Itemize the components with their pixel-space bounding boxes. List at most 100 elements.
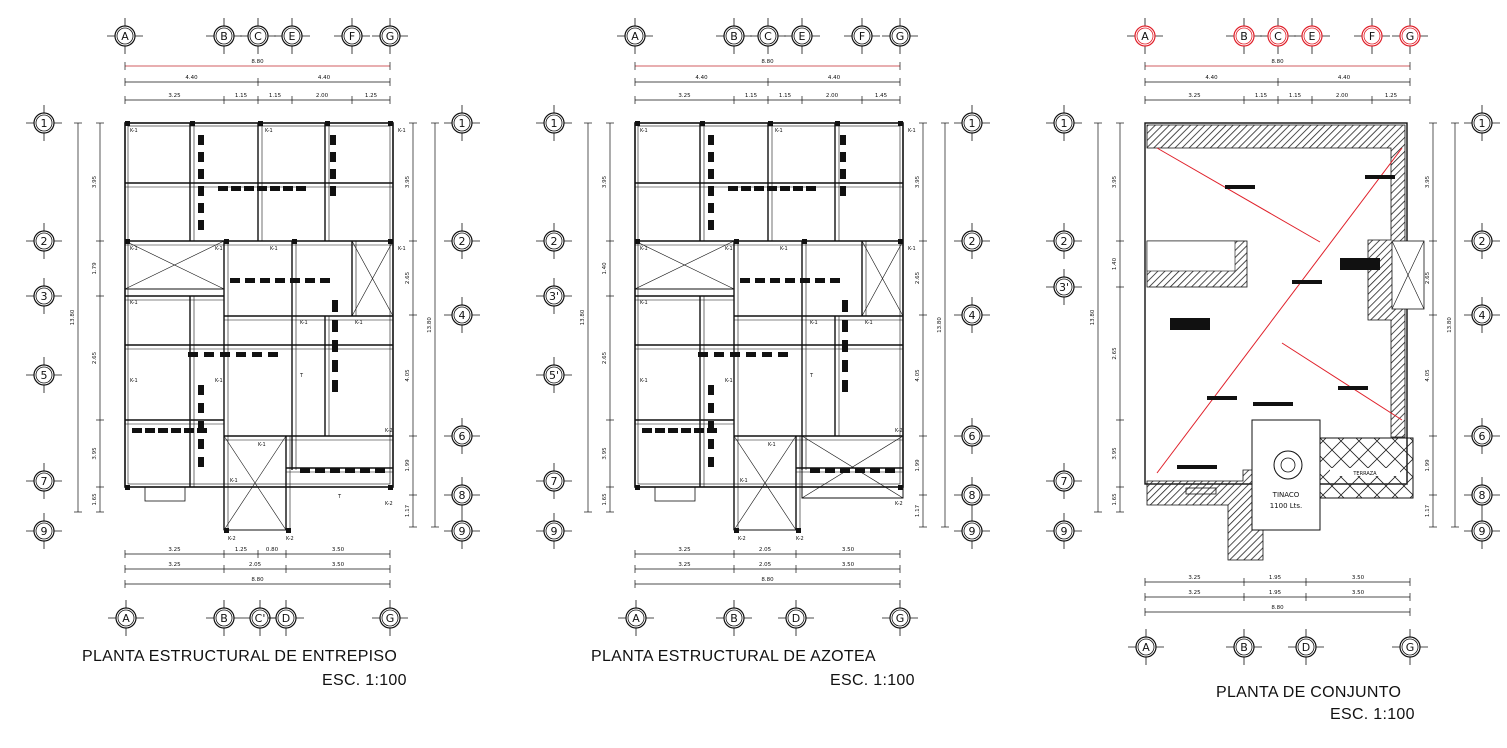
beam-label: K-2 — [796, 536, 804, 542]
axis-bubble-top-B: B — [1226, 18, 1262, 54]
axis-bubble-left-3': 3' — [536, 278, 572, 314]
dimension-text: 8.80 — [251, 577, 264, 583]
annotation-mark — [1365, 175, 1395, 179]
axis-bubble-inner — [343, 27, 361, 45]
dimension-text: 3.95 — [92, 175, 98, 188]
rebar-mark — [780, 186, 790, 191]
axis-label: 9 — [459, 525, 466, 538]
terrace-label-bg — [1330, 468, 1400, 476]
rebar-mark — [198, 421, 204, 431]
axis-bubble-right-8: 8 — [954, 477, 990, 513]
axis-label: E — [289, 30, 296, 43]
axis-label: G — [896, 612, 905, 625]
rebar-mark — [305, 278, 315, 283]
dimension-text: 8.80 — [1271, 605, 1284, 611]
beam-label: K-1 — [215, 378, 223, 384]
dimension-text: 1.99 — [1425, 459, 1431, 472]
dimension-text: 3.50 — [842, 547, 855, 553]
axis-bubble-inner — [1235, 27, 1253, 45]
rebar-mark — [188, 352, 198, 357]
axis-label: 7 — [551, 475, 558, 488]
rebar-mark — [740, 278, 750, 283]
axis-bubble-inner — [963, 427, 981, 445]
column — [700, 121, 705, 126]
axis-bubble-right-2: 2 — [1464, 223, 1500, 259]
axis-label: 1 — [1479, 117, 1486, 130]
axis-label: C — [254, 30, 262, 43]
axis-bubble-inner — [1055, 278, 1073, 296]
axis-bubble-bottom-G: G — [882, 600, 918, 636]
annotation-mark — [1207, 396, 1237, 400]
beam-label: T — [809, 373, 814, 379]
rebar-mark — [825, 468, 835, 473]
rebar-mark — [708, 403, 714, 413]
axis-bubble-inner — [725, 609, 743, 627]
beam-label: K-1 — [130, 300, 138, 306]
axis-bubble-inner — [759, 27, 777, 45]
rebar-mark — [778, 352, 788, 357]
axis-label: D — [1302, 641, 1310, 654]
column — [802, 239, 807, 244]
axis-bubble-left-5: 5 — [26, 357, 62, 393]
axis-label: 9 — [1479, 525, 1486, 538]
axis-bubble-inner — [545, 232, 563, 250]
void-cross — [124, 240, 225, 290]
rebar-mark — [708, 203, 714, 213]
axis-bubble-inner — [963, 486, 981, 504]
dimension-text: 8.80 — [251, 59, 264, 65]
axis-bubble-left-9: 9 — [536, 513, 572, 549]
rebar-mark — [708, 186, 714, 196]
rebar-mark — [283, 186, 293, 191]
axis-bubble-right-9: 9 — [1464, 513, 1500, 549]
axis-label: 8 — [969, 489, 976, 502]
void-box — [634, 240, 735, 290]
dimension-text: 1.17 — [1425, 504, 1431, 517]
rebar-mark — [198, 220, 204, 230]
dimension-text: 4.40 — [1205, 75, 1218, 81]
beam-label: K-2 — [895, 501, 903, 507]
rebar-mark — [220, 352, 230, 357]
axis-bubble-inner — [215, 609, 233, 627]
axis-label: 7 — [1061, 475, 1068, 488]
axis-bubble-right-4: 4 — [954, 297, 990, 333]
rebar-mark — [315, 468, 325, 473]
column — [125, 239, 130, 244]
beam-label: K-2 — [385, 428, 393, 434]
dimension-text: 13.80 — [427, 317, 433, 333]
axis-label: 5' — [549, 369, 559, 382]
axis-label: 8 — [1479, 489, 1486, 502]
dimension-text: 2.05 — [249, 562, 262, 568]
axis-bubble-inner — [1363, 27, 1381, 45]
rebar-mark — [260, 278, 270, 283]
terrace-label: TERRAZA — [1352, 471, 1377, 477]
column — [796, 528, 801, 533]
axis-label: 2 — [551, 235, 558, 248]
rebar-mark — [815, 278, 825, 283]
beam-label: K-1 — [640, 246, 648, 252]
rebar-mark — [885, 468, 895, 473]
rebar-mark — [245, 278, 255, 283]
rebar-mark — [332, 320, 338, 332]
dimension-text: 2.65 — [915, 271, 921, 284]
dimension-text: 4.05 — [915, 369, 921, 382]
dimension-text: 3.50 — [1352, 575, 1365, 581]
dimension-text: 13.80 — [580, 309, 586, 325]
beam-label: K-1 — [810, 320, 818, 326]
rebar-mark — [840, 186, 846, 196]
rebar-mark — [332, 360, 338, 372]
dimension-text: 3.95 — [1112, 447, 1118, 460]
axis-label: 7 — [41, 475, 48, 488]
dimension-text: 4.05 — [1425, 369, 1431, 382]
axis-label: B — [730, 30, 738, 43]
axis-bubble-inner — [963, 522, 981, 540]
axis-label: 2 — [1061, 235, 1068, 248]
rebar-mark — [698, 352, 708, 357]
axis-bubble-inner — [249, 27, 267, 45]
dimension-text: 1.79 — [92, 262, 98, 275]
beam-label: K-2 — [738, 536, 746, 542]
axis-bubble-top-E: E — [274, 18, 310, 54]
dimension-text: 3.95 — [405, 175, 411, 188]
axis-label: A — [122, 612, 130, 625]
beam-label: K-1 — [265, 128, 273, 134]
beam-label: K-1 — [640, 128, 648, 134]
